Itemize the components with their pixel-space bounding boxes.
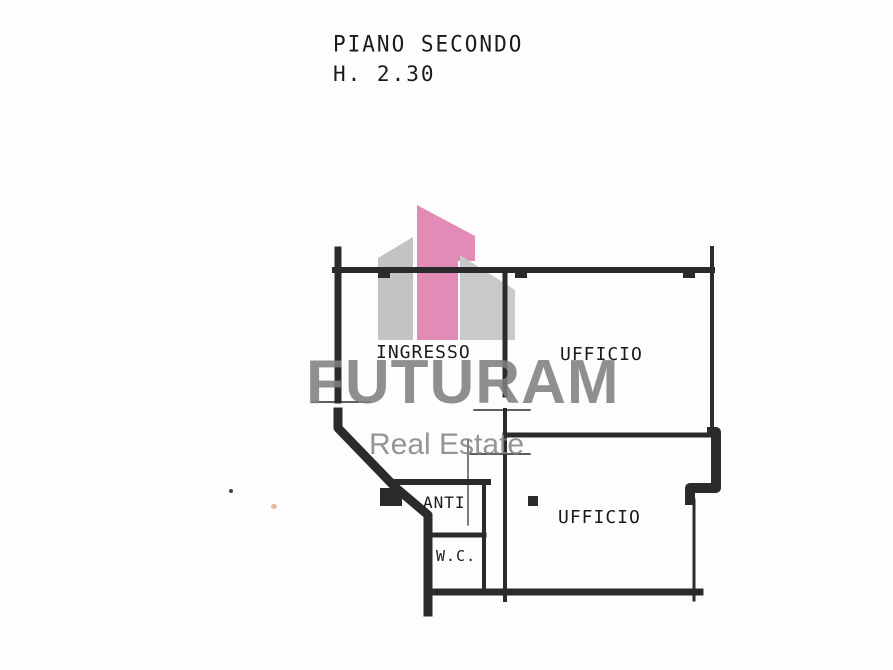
speck-mark — [229, 489, 233, 493]
room-label-ingresso: INGRESSO — [376, 342, 471, 363]
floor-title: PIANO SECONDO — [333, 31, 524, 57]
room-label-wc: W.C. — [436, 547, 477, 565]
speck-mark — [271, 504, 277, 509]
room-label-ufficio-lower: UFFICIO — [558, 507, 641, 528]
room-label-anti: ANTI — [423, 493, 466, 512]
watermark-tagline: Real Estate — [369, 428, 525, 461]
watermark-brand: FUTURAM — [306, 348, 620, 417]
room-label-ufficio-upper: UFFICIO — [560, 344, 643, 365]
ceiling-height: H. 2.30 — [333, 62, 436, 86]
